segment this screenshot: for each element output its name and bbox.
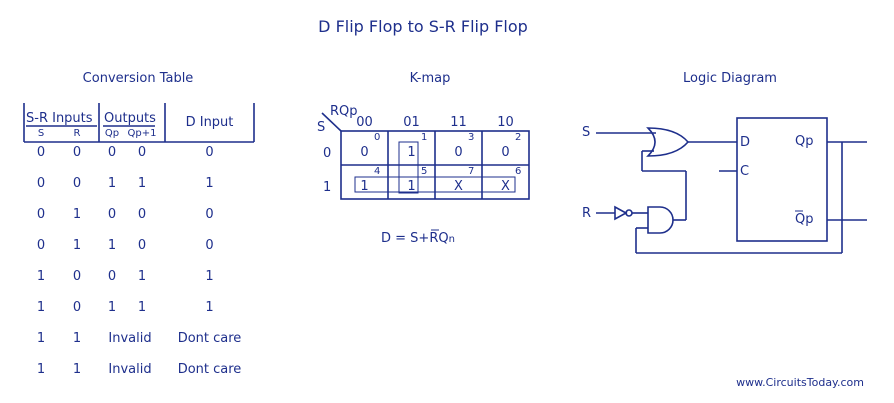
- output-q-label: Qp: [795, 134, 814, 149]
- input-r-label: R: [582, 206, 592, 221]
- cell-d: 1: [205, 176, 214, 191]
- input-s-label: S: [582, 125, 591, 140]
- kmap-row-var: S: [317, 120, 326, 135]
- cell-d: 1: [205, 300, 214, 315]
- kmap-cell-index: 7: [468, 166, 475, 177]
- cell-qp: 1: [107, 238, 117, 253]
- cell-s: 1: [36, 331, 46, 346]
- pin-d-label: D: [740, 135, 751, 150]
- cell-s: 1: [36, 269, 46, 284]
- kmap-col-10: 10: [497, 115, 514, 130]
- kmap-cell-index: 0: [374, 132, 381, 143]
- kmap-cell-index: 6: [515, 166, 522, 177]
- kmap-group-column: [398, 141, 419, 194]
- outputs-header: Outputs: [104, 111, 156, 126]
- kmap-diagonal: [321, 112, 342, 132]
- kmap-cell-index: 2: [515, 132, 522, 143]
- conversion-table-heading: Conversion Table: [82, 71, 194, 86]
- kmap-cell-index: 1: [421, 132, 428, 143]
- kmap-cell-value: 1: [360, 179, 369, 194]
- and-gate: [647, 206, 674, 234]
- cell-r: 0: [72, 269, 82, 284]
- col-qp: Qp: [104, 128, 120, 139]
- cell-output: Invalid: [108, 362, 152, 377]
- cell-d: Dont care: [177, 331, 242, 346]
- cell-s: 0: [36, 238, 46, 253]
- page-title: D Flip Flop to S-R Flip Flop: [318, 17, 528, 36]
- kmap-group-row: [354, 176, 516, 193]
- cell-qp: 0: [107, 145, 117, 160]
- output-qbar-label: Qp: [795, 212, 814, 227]
- kmap-cell-value: 1: [407, 179, 416, 194]
- cell-qp: 1: [107, 300, 117, 315]
- cell-r: 0: [72, 145, 82, 160]
- cell-qp: 1: [107, 176, 117, 191]
- cell-s: 0: [36, 145, 46, 160]
- cell-qp1: 1: [137, 300, 147, 315]
- kmap-col-00: 00: [356, 115, 373, 130]
- cell-output: Invalid: [108, 331, 152, 346]
- cell-qp1: 0: [137, 207, 147, 222]
- kmap-cell-value: 1: [407, 145, 416, 160]
- kmap-col-01: 01: [403, 115, 420, 130]
- kmap-cell-index: 4: [374, 166, 381, 177]
- kmap-cell-value: X: [454, 179, 463, 194]
- cell-qp: 0: [107, 269, 117, 284]
- pin-c-label: C: [740, 164, 750, 179]
- kmap-cell-value: 0: [360, 145, 369, 160]
- cell-qp: 0: [107, 207, 117, 222]
- kmap-cell-index: 3: [468, 132, 475, 143]
- col-s: S: [37, 128, 45, 139]
- kmap-heading: K-map: [409, 71, 451, 86]
- kmap-equation: D = S+RQn: [381, 231, 455, 246]
- logic-diagram-heading: Logic Diagram: [683, 71, 777, 86]
- kmap-cell-value: X: [501, 179, 510, 194]
- kmap-cell-value: 0: [454, 145, 463, 160]
- cell-d: 0: [205, 145, 214, 160]
- kmap-cell-index: 5: [421, 166, 428, 177]
- cell-r: 0: [72, 300, 82, 315]
- kmap-row-0: 0: [323, 146, 332, 161]
- cell-r: 0: [72, 176, 82, 191]
- cell-s: 1: [36, 362, 46, 377]
- kmap-cell-value: 0: [501, 145, 510, 160]
- cell-s: 0: [36, 207, 46, 222]
- cell-d: 1: [205, 269, 214, 284]
- cell-qp1: 0: [137, 238, 147, 253]
- cell-r: 1: [72, 362, 82, 377]
- cell-d: 0: [205, 207, 214, 222]
- col-r: R: [73, 128, 81, 139]
- inverter: [614, 205, 628, 221]
- or-gate: [646, 127, 690, 157]
- cell-qp1: 1: [137, 176, 147, 191]
- col-d-input: D Input: [185, 115, 234, 130]
- sr-inputs-header: S-R Inputs: [26, 111, 93, 126]
- cell-r: 1: [72, 238, 82, 253]
- cell-d: 0: [205, 238, 214, 253]
- cell-qp1: 1: [137, 269, 147, 284]
- kmap-row-1: 1: [323, 180, 332, 195]
- footer-credit: www.CircuitsToday.com: [736, 376, 864, 389]
- cell-r: 1: [72, 331, 82, 346]
- col-qp1: Qp+1: [127, 128, 157, 139]
- kmap-col-11: 11: [450, 115, 467, 130]
- cell-s: 0: [36, 176, 46, 191]
- flip-flop-box: [736, 117, 828, 242]
- cell-r: 1: [72, 207, 82, 222]
- cell-qp1: 0: [137, 145, 147, 160]
- cell-d: Dont care: [177, 362, 242, 377]
- kmap-col-var: RQp: [330, 104, 358, 119]
- cell-s: 1: [36, 300, 46, 315]
